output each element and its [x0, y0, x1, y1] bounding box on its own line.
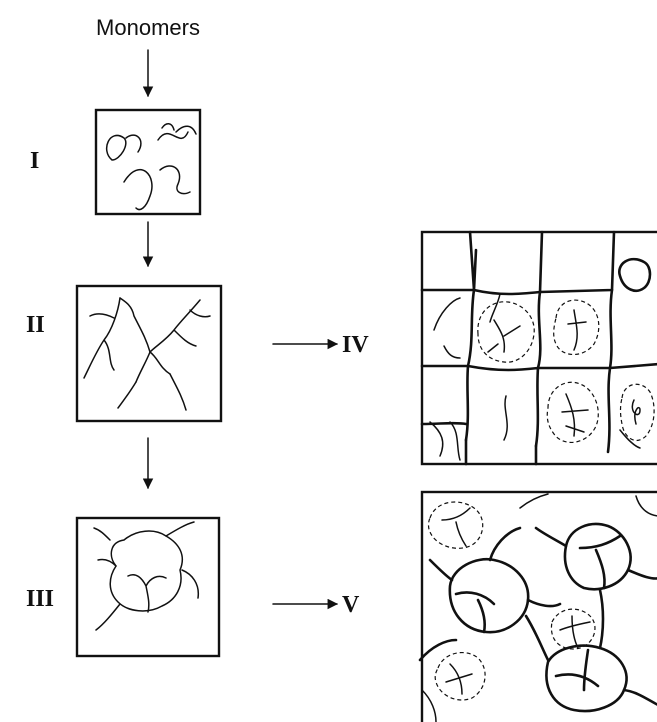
stage-III-box	[75, 516, 221, 658]
network-V-panel	[418, 490, 657, 722]
stage-I-box	[94, 108, 202, 216]
stage-II-box	[75, 284, 223, 423]
network-IV-panel	[420, 230, 657, 466]
stage-I-label: I	[30, 148, 39, 174]
stage-II-label: II	[26, 312, 45, 338]
stage-III-label: III	[26, 586, 54, 612]
outcome-IV-label: IV	[342, 332, 369, 358]
monomers-label: Monomers	[96, 15, 200, 40]
outcome-V-label: V	[342, 592, 360, 618]
